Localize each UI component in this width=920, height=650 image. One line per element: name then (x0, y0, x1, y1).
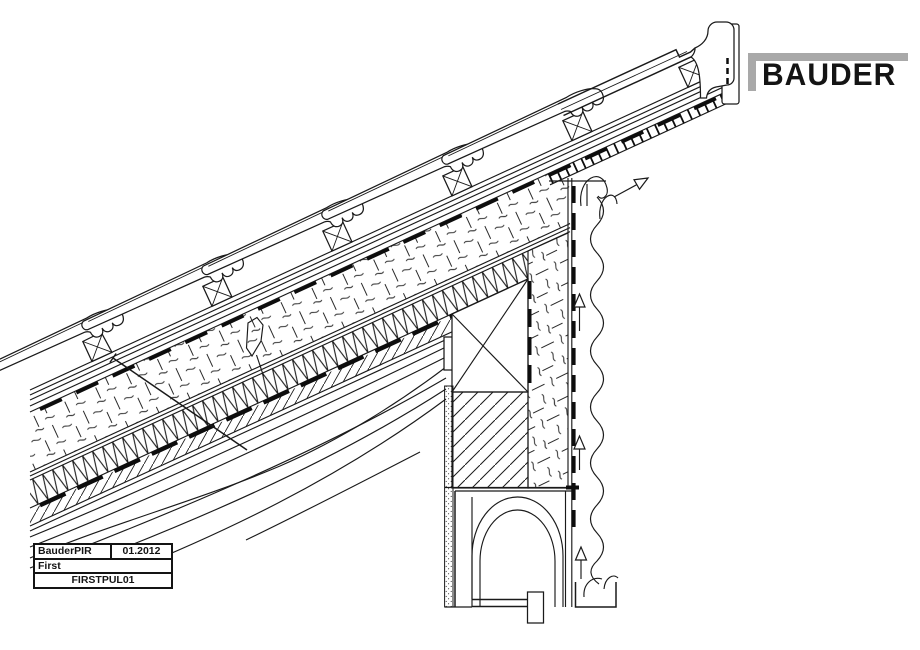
logo-bracket-left (748, 53, 756, 91)
vertical-insulation-strip (527, 232, 569, 489)
anchor-plate (526, 591, 545, 624)
bauder-logo: BAUDER (748, 50, 912, 96)
title-block-detail-name: First (35, 560, 171, 574)
airflow-arrow-up-icon (573, 293, 586, 308)
logo-text: BAUDER (762, 58, 897, 93)
airflow-symbols (549, 172, 652, 608)
title-block-date: 01.2012 (122, 545, 161, 558)
membrane-dashed-lines (39, 93, 725, 508)
ridge-cap-end (689, 21, 735, 99)
air-inlet-channel (574, 575, 619, 608)
tile-battens (81, 110, 593, 363)
airflow-arrow-up-icon (573, 435, 586, 450)
roof-deck-lines (29, 65, 736, 413)
ridge-air-outlet (549, 172, 652, 220)
logo-bracket-top (748, 53, 908, 61)
title-block: BauderPIR 01.2012 First FIRSTPUL01 (33, 543, 173, 589)
cavity-airflow-arrows (573, 293, 588, 579)
ridge-cap-assembly (557, 21, 740, 117)
arch-frame (445, 491, 567, 624)
fastener-screw (109, 353, 248, 451)
airflow-arrow-out-icon (633, 172, 652, 190)
timber-beam (451, 391, 529, 489)
storm-clip (245, 316, 265, 377)
title-block-drawing-code: FIRSTPUL01 (71, 574, 135, 587)
airflow-arrow-up-icon (574, 546, 588, 561)
stipple-board (444, 385, 454, 608)
wall-assembly (444, 178, 579, 624)
ridge-vent-strip (547, 92, 731, 186)
wavy-air-line (589, 196, 605, 585)
title-block-product: BauderPIR (35, 545, 112, 558)
